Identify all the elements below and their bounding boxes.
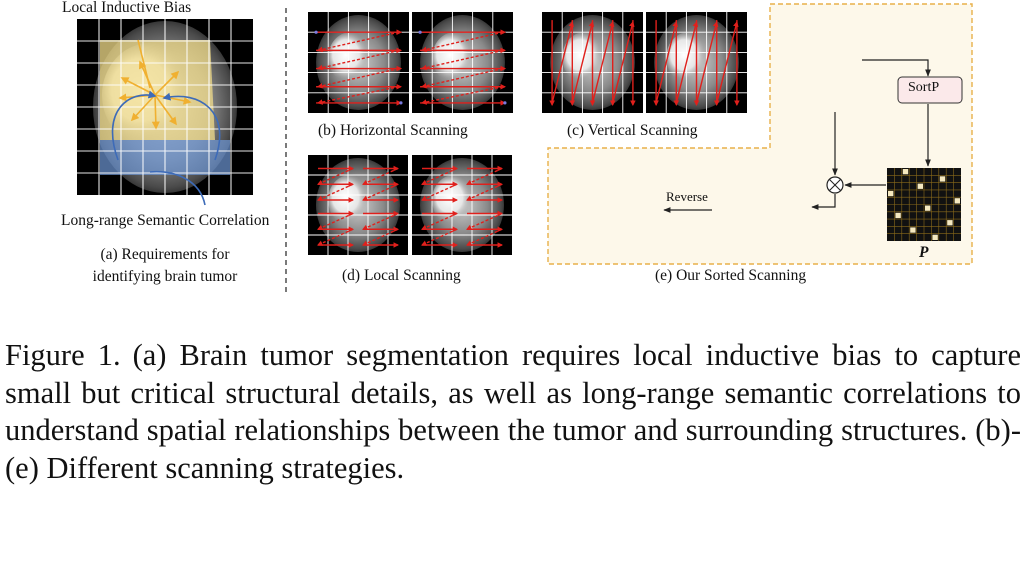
thumb-horizontal-1 [308,12,409,113]
panel-a-brain-image [77,19,253,206]
permutation-matrix [887,168,961,241]
long-range-correlation-label: Long-range Semantic Correlation [61,212,270,229]
multiply-operator [826,176,844,194]
thumb-local-1 [308,155,408,255]
panel-d-caption: (d) Local Scanning [342,267,461,284]
panel-e-caption: (e) Our Sorted Scanning [655,267,807,284]
panel-c-caption: (c) Vertical Scanning [567,122,698,139]
thumb-vertical-1 [542,12,643,113]
panel-a-caption-line2: identifying brain tumor [92,268,238,285]
figure-caption-text: (a) Brain tumor segmentation requires lo… [5,338,1021,485]
local-inductive-bias-label: Local Inductive Bias [62,0,192,16]
thumb-local-2 [412,155,512,255]
thumb-horizontal-2 [412,12,513,113]
figure-caption: Figure 1.(a) Brain tumor segmentation re… [5,337,1021,487]
thumb-vertical-2 [646,12,747,113]
panel-b-caption: (b) Horizontal Scanning [318,122,468,139]
figure-diagram [77,3,973,292]
panel-e-connectors [663,59,931,213]
panel-e-box [547,3,973,265]
sortp-label: SortP [908,80,940,95]
reverse-label: Reverse [666,189,708,204]
figure-number: Figure 1. [5,338,121,372]
matrix-p-label: P [919,244,929,261]
sortp-module [897,76,963,104]
panel-a-caption-line1: (a) Requirements for [100,246,230,263]
